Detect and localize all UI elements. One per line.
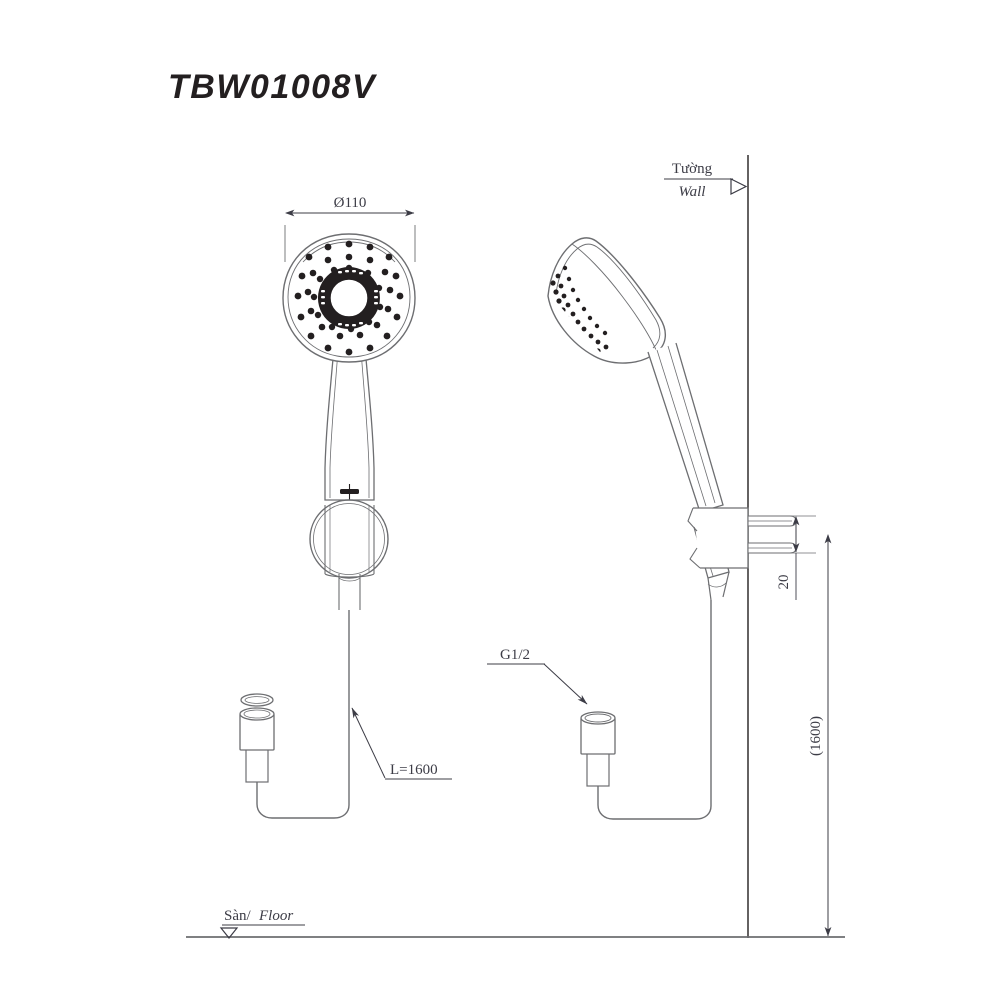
handle-bottom-edge: [324, 573, 375, 578]
screw-spacing-dimension: 20: [748, 515, 816, 600]
side-handle-highlight-b: [667, 345, 716, 504]
floor-marker-triangle: [219, 927, 239, 939]
hose-path-right: [597, 600, 712, 820]
hose-length-leader: L=1600: [351, 707, 452, 780]
hose-connector-left: [239, 693, 275, 783]
page-title-group: TBW01008V: [168, 68, 378, 106]
connector-right-nut-bore: [584, 713, 612, 723]
connector-left-washer-bore: [244, 696, 270, 704]
head-diameter-label: Ø110: [334, 195, 367, 211]
side-handle-highlight-a: [656, 349, 707, 507]
floor-label-vietnamese: Sàn/: [224, 908, 252, 924]
bracket-lower-lip: [689, 547, 701, 569]
front-view-handset: [282, 233, 416, 501]
spray-mode-button: [340, 484, 359, 500]
front-view-wall-bracket: [309, 499, 389, 610]
mounting-height-label: (1600): [808, 716, 824, 756]
handset-handle-highlight-left: [329, 349, 339, 498]
center-hole-edge: [329, 278, 369, 318]
page-title: TBW01008V: [168, 68, 378, 106]
bracket-body-side: [693, 507, 749, 569]
screw-spacing-label: 20: [776, 575, 792, 590]
connector-left-washer: [240, 693, 274, 707]
center-hole: [330, 279, 368, 317]
connector-left-nut-bore: [243, 709, 271, 719]
bracket-upper-lip: [687, 507, 698, 532]
handset-handle-highlight-right: [360, 349, 370, 498]
head-diameter-dimension: Ø110: [284, 195, 416, 262]
hose-length-label: L=1600: [390, 762, 438, 778]
handset-handle-outline: [324, 347, 375, 501]
hose-nut-top-curve: [338, 577, 361, 582]
side-handle-outline: [647, 342, 724, 513]
bracket-mounting-screws: [747, 515, 797, 554]
side-view-hose: [597, 600, 712, 820]
side-head-outline: [547, 237, 666, 364]
inlet-thread-leader-line: [543, 663, 588, 705]
inlet-thread-leader: G1/2: [487, 647, 588, 705]
side-view-wall-bracket: [687, 507, 797, 569]
hose-length-leader-line: [351, 707, 386, 779]
hose-path-left: [256, 610, 350, 819]
wall-label-english: Wall: [679, 184, 706, 200]
bracket-ring-inner: [313, 503, 385, 575]
shower-head-inner-rim: [287, 238, 411, 358]
side-hose-nut-curve: [707, 582, 727, 588]
wall-label-vietnamese: Tường: [672, 161, 713, 177]
bracket-ring-outer: [309, 499, 389, 579]
inlet-thread-label: G1/2: [500, 647, 530, 663]
side-hose-nut: [707, 571, 730, 601]
floor-label-english: Floor: [258, 908, 293, 924]
front-view-hose: [256, 610, 350, 819]
center-spray-ring: [317, 267, 380, 329]
hose-nut-front: [338, 574, 361, 610]
mounting-height-dimension: (1600): [808, 534, 832, 937]
spray-face-nozzles: [294, 240, 404, 356]
hose-connector-right: [580, 711, 616, 787]
side-head-crown-ridge: [571, 243, 658, 353]
wall-marker-triangle: [730, 178, 748, 195]
side-head-inner-contour: [555, 243, 661, 349]
floor-reference-group: Sàn/ Floor: [186, 908, 845, 939]
